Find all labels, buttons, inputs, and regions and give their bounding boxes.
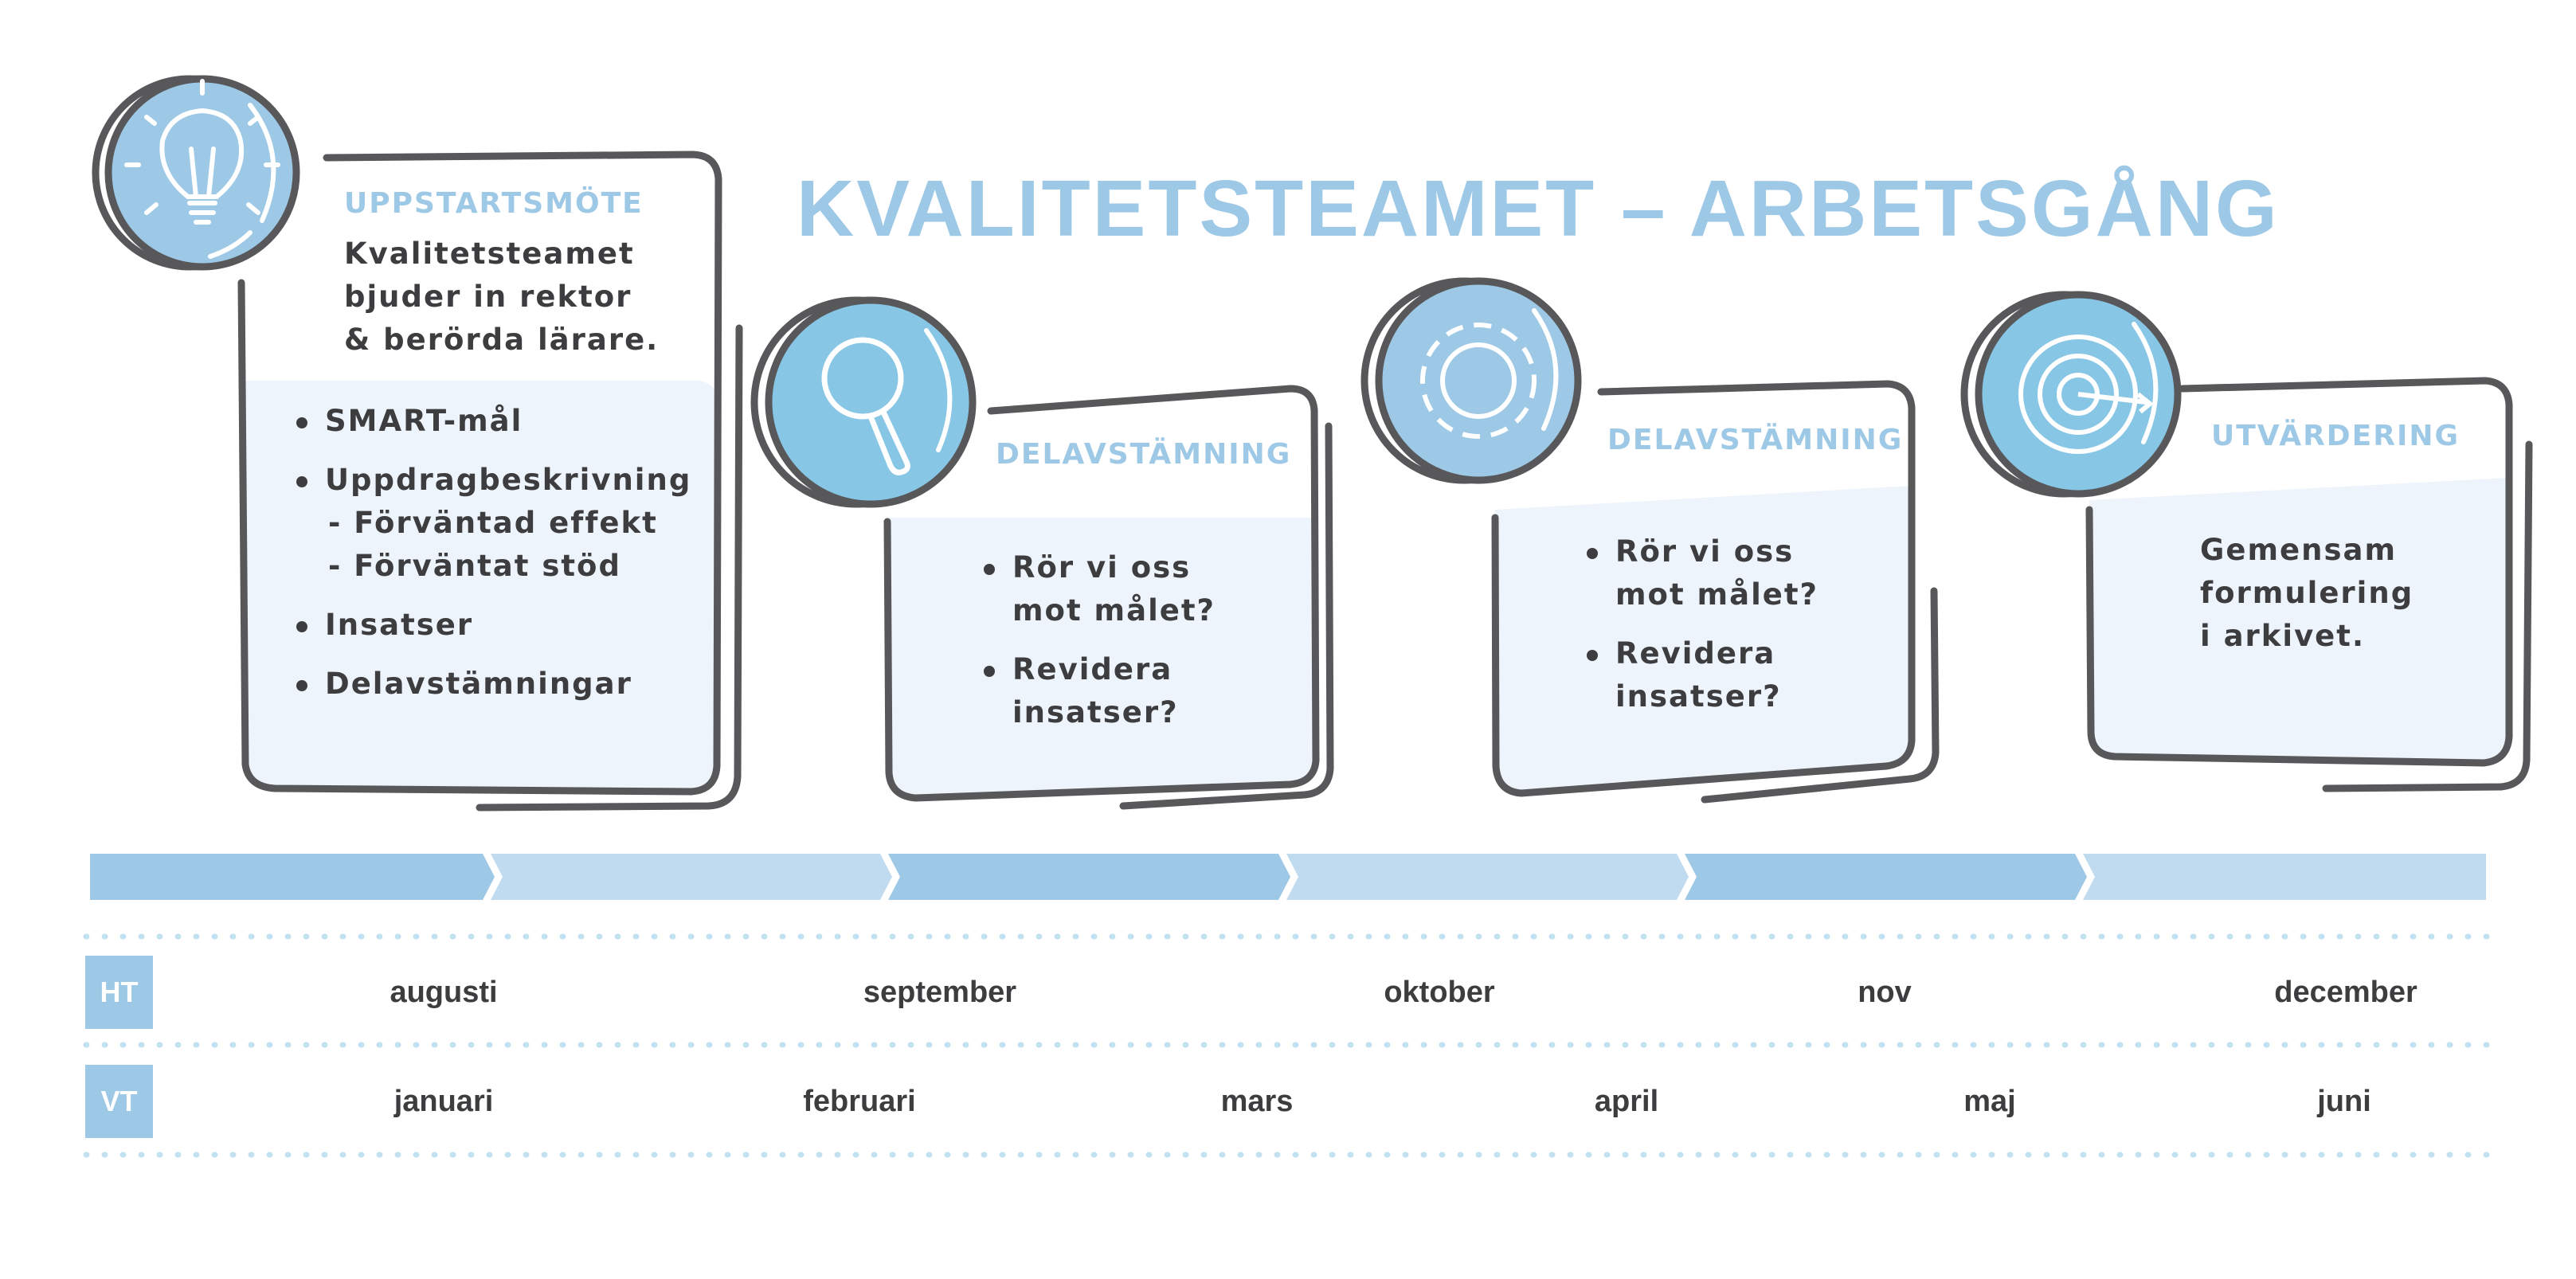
bullet-line: mot målet? (1012, 593, 1216, 628)
month-label: april (1594, 1085, 1659, 1118)
term-label-vt: VT (85, 1065, 153, 1138)
intro-line: bjuder in rektor (344, 280, 632, 314)
target-icon (2018, 334, 2154, 454)
month-label: maj (1963, 1085, 2016, 1118)
intro-line: & berörda lärare. (344, 323, 660, 357)
intro-line: Kvalitetsteamet (344, 237, 635, 271)
step-bullets: Rör vi oss mot målet? Revidera insatser? (1587, 530, 1818, 718)
bullet-line: insatser? (1012, 695, 1179, 729)
text-line: formulering (2200, 576, 2414, 610)
month-label: mars (1220, 1085, 1294, 1118)
bullet-line: Rör vi oss (1012, 550, 1192, 585)
month-label: december (2274, 976, 2417, 1009)
bullet-line: insatser? (1615, 679, 1782, 714)
text-line: Gemensam (2200, 533, 2397, 567)
step-bullets: Rör vi oss mot målet? Revidera insatser? (984, 546, 1216, 734)
step-title: UPPSTARTSMÖTE (344, 187, 644, 220)
text-line: i arkivet. (2200, 619, 2366, 653)
sub-item: - Förväntat stöd (328, 549, 621, 583)
bullet-line: mot målet? (1615, 577, 1818, 612)
circle-icons (92, 75, 2182, 508)
bullet-line: Rör vi oss (1615, 534, 1795, 569)
bullet-item: Delavstämningar (296, 663, 691, 706)
lightbulb-icon (124, 79, 280, 225)
month-label: juni (2317, 1085, 2371, 1118)
step-title: DELAVSTÄMNING (1607, 424, 1904, 456)
step-intro: Kvalitetsteamet bjuder in rektor & berör… (344, 233, 659, 362)
timeline-arrows (90, 854, 2486, 900)
page-title: KVALITETSTEAMET – ARBETSGÅNG (797, 164, 2280, 253)
bullet-item: Insatser (296, 604, 691, 647)
dotted-dividers (83, 933, 2496, 1158)
sub-item: - Förväntad effekt (328, 506, 658, 540)
magnifier-icon (821, 337, 910, 475)
gear-icon (1420, 323, 1537, 439)
step-title: UTVÄRDERING (2211, 420, 2461, 452)
bullet-item: Uppdragbeskrivning (296, 459, 691, 502)
month-label: augusti (390, 976, 498, 1009)
step-text: Gemensam formulering i arkivet. (2200, 529, 2414, 658)
step-bullets: SMART-mål Uppdragbeskrivning - Förväntad… (296, 400, 691, 706)
month-label: januari (393, 1085, 494, 1118)
month-label: september (863, 976, 1017, 1009)
month-label: februari (803, 1085, 916, 1118)
term-label-ht: HT (85, 956, 153, 1029)
month-label: oktober (1384, 976, 1495, 1009)
month-label: nov (1858, 976, 1912, 1009)
bullet-line: Revidera (1012, 652, 1173, 686)
card1-frame (237, 151, 722, 796)
step-title: DELAVSTÄMNING (996, 438, 1292, 471)
bullet-line: Revidera (1615, 636, 1776, 671)
bullet-item: SMART-mål (296, 400, 691, 443)
